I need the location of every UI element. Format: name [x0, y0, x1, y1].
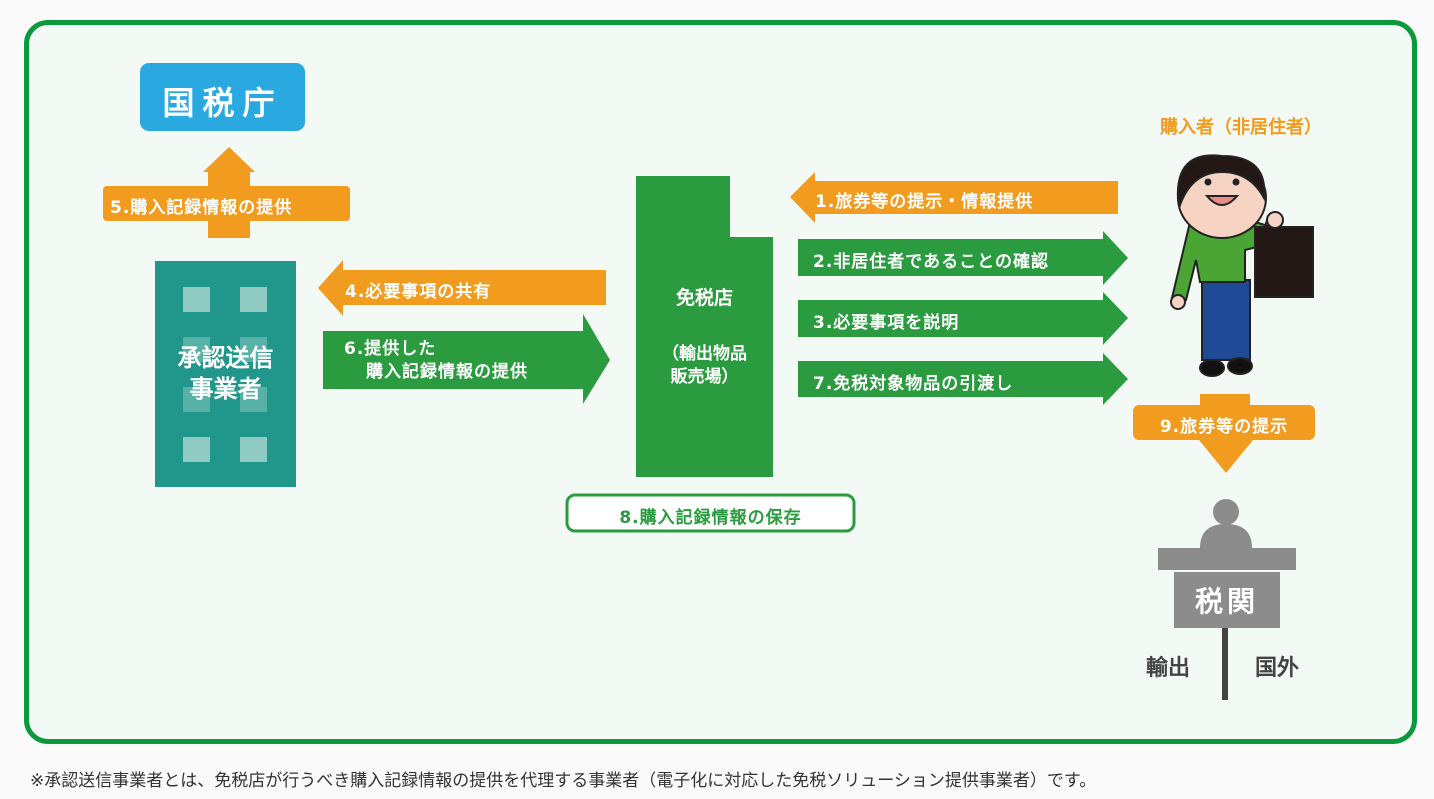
arrow6-line2: 購入記録情報の提供: [366, 362, 528, 382]
building-windows: [183, 287, 267, 462]
arrow-4-left: [318, 260, 606, 316]
arrow1-label: 1.旅券等の提示・情報提供: [815, 192, 1034, 212]
arrow3-label: 3.必要事項を説明: [813, 313, 960, 333]
customs-right-label: 国外: [1255, 656, 1300, 681]
arrow-6-right: [323, 314, 610, 404]
arrow5-label-box: [103, 186, 350, 221]
box-8: [565, 493, 856, 533]
buyer-illustration: [1170, 154, 1314, 377]
arrow2-label: 2.非居住者であることの確認: [813, 252, 1049, 272]
arrow9-label-box: [1133, 405, 1315, 440]
arrow-3-right: [798, 292, 1128, 345]
shop-name: 免税店: [675, 287, 733, 309]
arrow9-label: 9.旅券等の提示: [1159, 417, 1289, 437]
operator-line1: 承認送信: [177, 344, 274, 372]
footnote: ※承認送信事業者とは、免税店が行うべき購入記録情報の提供を代理する事業者（電子化…: [30, 771, 1097, 791]
arrow-2-right: [798, 231, 1128, 285]
arrow7-label: 7.免税対象物品の引渡し: [813, 374, 1014, 394]
operator-line2: 事業者: [189, 375, 262, 403]
arrow6-line1: 6.提供した: [344, 339, 437, 359]
buyer-label: 購入者（非居住者）: [1160, 117, 1322, 138]
arrow4-label: 4.必要事項の共有: [345, 282, 492, 302]
shop-sub1: （輸出物品: [662, 344, 747, 364]
customs-label: 税関: [1194, 585, 1259, 618]
arrow-7-right: [798, 353, 1128, 405]
shop-sub2: 販売場）: [670, 367, 739, 387]
arrow-1-left: [790, 172, 1118, 223]
agency-label: 国税庁: [162, 84, 283, 122]
arrow5-label: 5.購入記録情報の提供: [110, 198, 293, 218]
arrow6-label: 6.提供した購入記録情報の提供: [344, 338, 528, 384]
operator-building: [155, 261, 296, 487]
arrow-9-down: [1199, 440, 1253, 473]
operator-label: 承認送信事業者: [155, 343, 296, 405]
customs-illustration: [1158, 499, 1296, 700]
customs-left-label: 輸出: [1146, 656, 1191, 681]
shop-sub: （輸出物品販売場）: [636, 343, 773, 389]
agency-box: [140, 63, 305, 131]
shop-building: [636, 176, 773, 477]
box8-label: 8.購入記録情報の保存: [619, 508, 802, 528]
